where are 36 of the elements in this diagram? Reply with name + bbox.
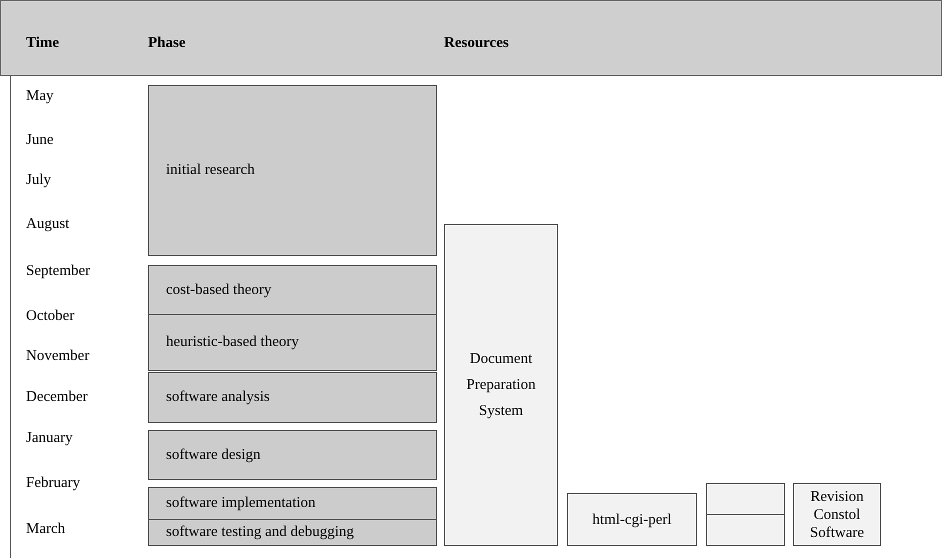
column-header: Phase — [148, 35, 186, 52]
month-label: March — [26, 521, 66, 538]
phase-bar — [148, 372, 437, 423]
phase-label: software testing and debugging — [166, 524, 354, 541]
month-label: July — [26, 172, 52, 189]
phase-label: heuristic-based theory — [166, 334, 299, 351]
phase-label: software analysis — [166, 389, 270, 406]
phase-label: cost-based theory — [166, 282, 272, 298]
month-label: November — [26, 348, 90, 365]
resource-box — [567, 493, 697, 546]
phase-bar — [148, 430, 437, 480]
resource-box — [444, 224, 558, 546]
phase-label: software design — [166, 446, 261, 464]
month-label: February — [26, 475, 80, 492]
phase-label: initial research — [166, 162, 255, 179]
month-label: January — [26, 430, 73, 447]
resource-box — [706, 483, 785, 515]
month-label: December — [26, 389, 88, 406]
phase-bar — [148, 487, 437, 520]
month-label: August — [26, 216, 70, 233]
phase-bar — [148, 265, 437, 315]
column-header: Time — [26, 35, 60, 52]
resource-label: html-cgi-perl — [592, 510, 672, 530]
phase-bar — [148, 85, 437, 256]
month-label: May — [26, 88, 54, 105]
phase-bar — [148, 519, 437, 546]
resource-label: Revision Constol Software — [808, 488, 866, 542]
month-label: October — [26, 308, 74, 325]
resource-label: Document Preparation System — [465, 350, 537, 421]
month-label: June — [26, 132, 54, 149]
phase-label: software implementation — [166, 495, 316, 512]
column-header: Resources — [444, 35, 509, 52]
phase-bar — [148, 314, 437, 371]
resource-box — [706, 514, 785, 546]
month-label: September — [26, 263, 90, 280]
resource-box — [793, 483, 881, 546]
